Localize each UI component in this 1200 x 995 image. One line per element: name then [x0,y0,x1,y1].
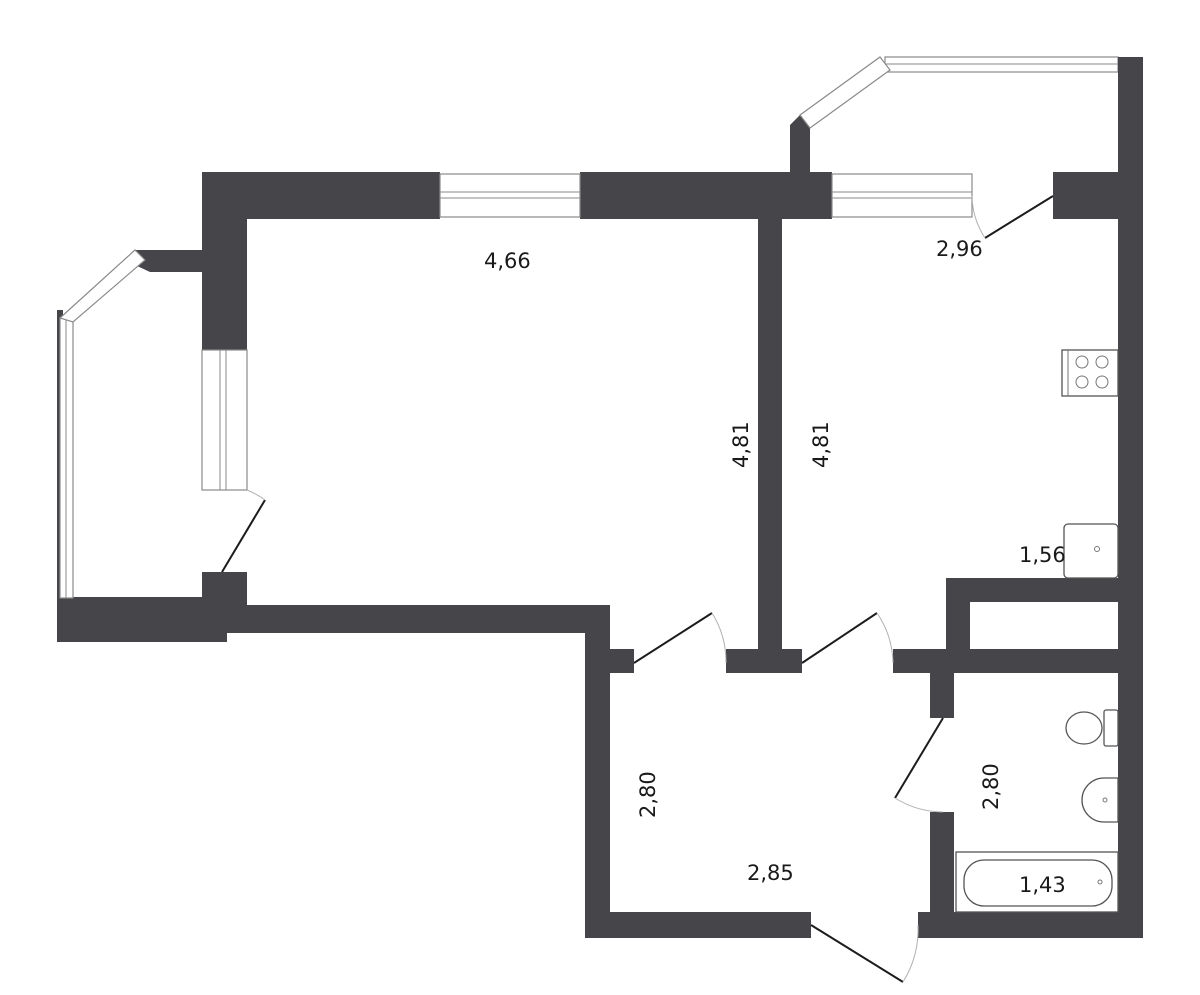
bathtub-icon [955,851,1119,913]
label-kitchen-length: 4,81 [809,421,833,468]
door-kitchen-balcony [984,195,1054,239]
wall-partition [758,219,782,649]
wall-right-outer [1118,57,1143,937]
kitchen-sink-icon [1063,523,1119,579]
wall-bath-lower [930,812,954,917]
wall-left-upper [202,172,247,350]
dimension-labels: 4,66 4,81 4,81 2,96 1,56 2,80 2,85 2,80 … [484,237,1066,897]
wall-loggia-top-cap [1118,57,1143,77]
washbasin-icon [1081,777,1119,823]
label-bath-width: 1,43 [1019,873,1066,897]
window-room-left [201,349,248,491]
door-room-hall [633,612,713,664]
wall-hall-top-left [610,649,634,673]
wall-room-bottom [202,605,610,633]
windows [58,56,1143,599]
label-room-width: 4,66 [484,249,531,273]
doors [221,195,1054,983]
door-bath [894,717,944,799]
stove-icon [1061,349,1119,397]
window-kitchen-top [831,173,973,218]
door-kitchen-hall [801,612,878,664]
window-loggia-left-angle [58,249,146,323]
wall-bath-upper [930,673,954,718]
label-bath-length: 2,80 [979,763,1003,810]
wall-shaft-bottom [893,649,1143,673]
wall-loggia-left-bottom [57,597,227,642]
wall-kitchen-bottom [946,578,1143,602]
wall-hall-bottom-left [585,912,811,938]
toilet-icon [1065,709,1119,747]
label-hall-width: 2,85 [747,861,794,885]
window-loggia-top-angle [799,56,891,129]
label-kitchen-niche: 1,56 [1019,543,1066,567]
wall-loggia-left-top [135,250,202,272]
wall-loggia-top-left [790,115,810,172]
door-entrance [810,924,904,983]
fixtures [955,349,1119,913]
wall-hall-bottom-right [918,912,1143,938]
window-room-top [439,173,581,218]
label-room-length: 4,81 [729,421,753,468]
door-room-loggia [221,499,266,573]
wall-top-mid [580,172,832,219]
label-kitchen-width: 2,96 [936,237,983,261]
label-hall-length: 2,80 [636,771,660,818]
wall-hall-left [585,605,610,938]
wall-hall-top-mid [726,649,802,673]
